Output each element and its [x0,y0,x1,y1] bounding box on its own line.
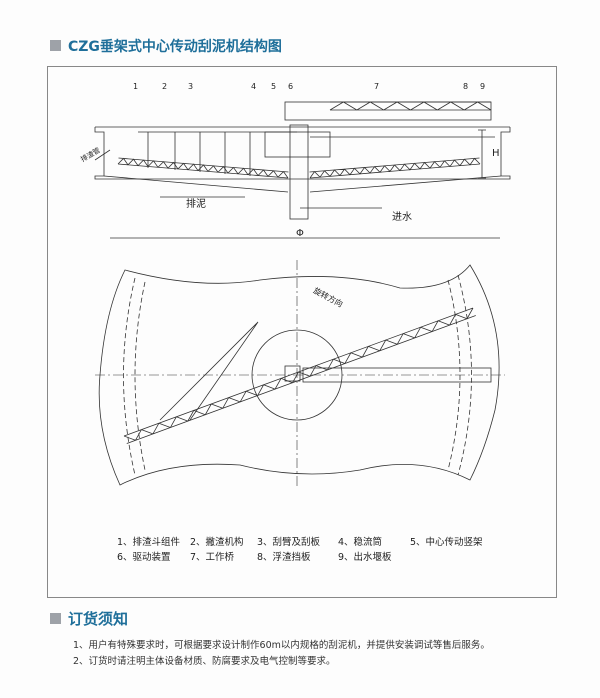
tank-wall [94,126,511,180]
truss-segment [329,101,492,111]
section-view [94,101,511,239]
pipes [160,196,382,209]
skimmer-arm [159,321,259,421]
weir-lines [123,274,472,476]
plan-view [95,260,505,488]
legend-item: 9、出水堰板 [338,552,392,563]
slag-pipe [94,149,111,161]
work-bridge [284,101,492,121]
truss-segment [123,307,476,444]
diagram-label: 1 [133,82,139,91]
note: 1、用户有特殊要求时，可根据要求设计制作60m以内规格的刮泥机，并提供安装调试等… [73,640,490,651]
note: 2、订货时请注明主体设备材质、防腐要求及电气控制等要求。 [73,656,336,667]
legend-item: 1、排渣斗组件 [117,537,181,548]
diagram-label: 4 [251,82,257,91]
section-title: CZG垂架式中心传动刮泥机结构图 [68,39,282,55]
legend-item: 2、撇渣机构 [190,537,244,548]
bridge-plan [302,367,492,383]
truss-segment [117,157,289,179]
legend-item: 7、工作桥 [190,552,235,563]
legend-item: 4、稳流筒 [338,537,383,548]
center-drive [284,365,301,382]
scraper-arm-plan [123,307,476,444]
diagram-label: 排泥 [186,199,206,210]
diagram-label: 6 [288,82,294,91]
scraper-truss [117,101,492,179]
diagram-label: H [492,148,500,159]
diagram-label: 7 [374,82,380,91]
skimmer-bar [138,131,495,138]
diagram-label: 2 [162,82,168,91]
diagram-label: 3 [188,82,194,91]
diagram-label: 进水 [392,212,412,223]
section-marker-icon [50,40,61,51]
height-line [478,129,486,179]
legend-item: 8、浮渣挡板 [257,552,311,563]
diagram-label: 9 [480,82,486,91]
legend-item: 3、刮臂及刮板 [257,537,321,548]
diagram-frame [47,66,557,598]
hangers [147,132,251,176]
stilling-well-circle [251,329,343,421]
legend-item: 5、中心传动竖架 [410,537,483,548]
legend-item: 6、驱动装置 [117,552,171,563]
diagram-label: Φ [296,228,304,239]
diagram-label: 5 [271,82,277,91]
diagram-label: 8 [463,82,469,91]
section-title: 订货须知 [68,610,129,628]
truss-segment [309,157,481,179]
tank-bottom [103,175,502,193]
stilling-well [264,131,331,158]
tank-outline [98,264,500,486]
center-column [289,124,309,220]
section-marker-icon [50,613,61,624]
